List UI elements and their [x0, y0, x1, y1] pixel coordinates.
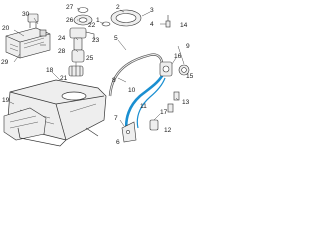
callout-4: 4	[150, 21, 154, 28]
callout-15: 15	[186, 73, 194, 80]
callout-6: 6	[116, 139, 120, 146]
callout-27: 27	[66, 4, 74, 11]
callout-9: 9	[186, 43, 190, 50]
hose-bracket-part	[121, 121, 137, 143]
callout-16: 16	[174, 53, 182, 60]
fuel-system-parts-diagram: 20 29 30 27 26 24 28 25 22 23 1 2 3 4 14…	[1, 4, 194, 147]
small-clip-part	[167, 91, 180, 113]
callout-30: 30	[22, 11, 30, 18]
callout-7: 7	[114, 115, 118, 122]
filler-neck-highlight	[124, 71, 166, 135]
callout-26: 26	[66, 17, 74, 24]
gasket-ring-part	[110, 9, 142, 27]
callout-2: 2	[116, 4, 120, 11]
clamp-ring-part	[101, 21, 111, 27]
tank-shield-part	[3, 107, 47, 141]
callout-20: 20	[2, 25, 10, 32]
callout-22: 22	[88, 22, 96, 29]
callout-23: 23	[92, 37, 100, 44]
callout-28: 28	[58, 48, 66, 55]
filler-pipe-part	[108, 53, 164, 97]
callout-24: 24	[58, 35, 66, 42]
callout-13: 13	[182, 99, 190, 106]
pump-sender-part	[69, 27, 95, 63]
callout-12: 12	[164, 127, 172, 134]
callout-17: 17	[160, 109, 168, 116]
callout-18: 18	[46, 67, 54, 74]
callout-21: 21	[60, 75, 68, 82]
filler-cap-part	[178, 64, 190, 76]
canister-assembly-part	[5, 27, 51, 59]
tank-strap-part	[17, 127, 99, 147]
callout-3: 3	[150, 7, 154, 14]
callout-19: 19	[2, 97, 10, 104]
pump-ring-part	[77, 7, 89, 13]
hose-end-part	[149, 119, 159, 131]
callout-25: 25	[86, 55, 94, 62]
pump-cap-part	[73, 14, 93, 26]
callout-29: 29	[1, 59, 9, 66]
leader-lines	[9, 7, 185, 127]
callout-10: 10	[128, 87, 136, 94]
callout-labels: 20 29 30 27 26 24 28 25 22 23 1 2 3 4 14…	[1, 4, 194, 146]
callout-5: 5	[114, 35, 118, 42]
pump-filter-part	[68, 65, 84, 77]
bolt-part	[165, 15, 171, 28]
callout-8: 8	[112, 77, 116, 84]
callout-11: 11	[140, 103, 147, 110]
canister-small-part	[27, 13, 39, 28]
callout-1: 1	[96, 17, 100, 24]
filler-housing-part	[159, 61, 173, 77]
callout-14: 14	[180, 22, 188, 29]
